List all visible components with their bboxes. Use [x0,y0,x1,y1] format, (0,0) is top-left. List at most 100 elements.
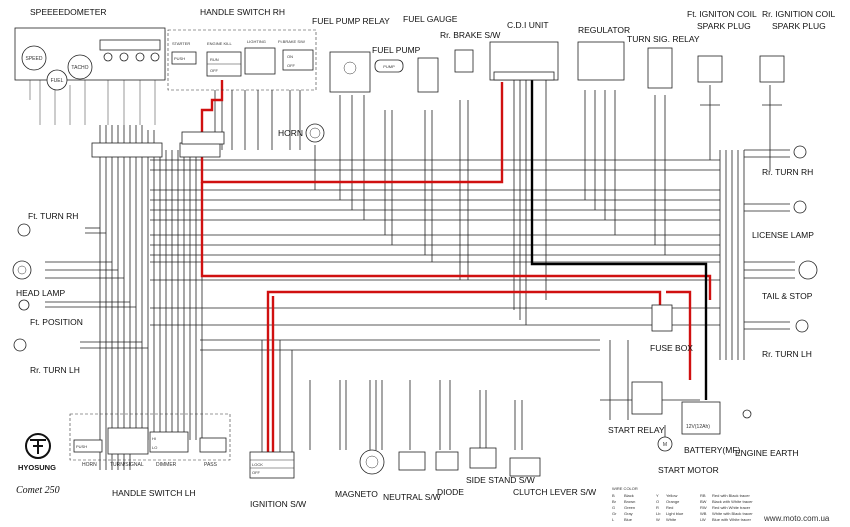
lo-label: LO [152,445,157,450]
fuel-pump-relay-title: FUEL PUMP RELAY [312,16,390,26]
battery-rating: 12V(12Ah) [686,424,710,430]
turn-sig-relay-title: TURN SIG. RELAY [627,34,700,44]
ft-turn-rh-lamp-icon [17,223,31,237]
model-text: Comet 250 [16,485,60,496]
fuse-box-title: FUSE BOX [650,343,693,353]
wire-color-cell: Br [612,499,617,504]
diode [435,451,459,471]
head-lamp-title: HEAD LAMP [16,288,65,298]
fuel-gauge-dial-icon [46,69,68,91]
speed-label: SPEED [26,56,43,62]
connector [181,131,225,145]
tacho-gauge-icon [67,54,93,80]
rr-ignition-coil-title: Rr. IGNITION COIL [762,9,835,19]
diode-title: DIODE [437,487,464,497]
neutral-sw-title: NEUTRAL S/W [383,492,441,502]
wire-color-cell: Black [624,493,634,498]
neutral-switch [398,451,426,471]
start-motor-m: M [663,442,667,448]
wire-color-cell: LW [700,517,706,522]
battery [681,401,721,435]
start-relay-title: START RELAY [608,425,665,435]
start-motor-icon [657,436,673,452]
wire-color-cell: B [612,493,615,498]
rr-spark-plug-title: SPARK PLUG [772,21,826,31]
fuel-pump-title: FUEL PUMP [372,45,421,55]
handle-switch-rh-title: HANDLE SWITCH RH [200,7,285,17]
fuel-pump-relay [329,51,371,93]
rr-brake-sw-title: Rr. BRAKE S/W [440,30,500,40]
ft-spark-plug-title: SPARK PLUG [697,21,751,31]
wire-color-cell: Orange [666,499,680,504]
wire-color-cell: W [656,517,660,522]
horn-icon [305,123,325,143]
wire-color-cell: Gray [624,511,633,516]
brand-text: HYOSUNG [18,463,56,472]
connector [179,142,221,158]
wire-color-cell: Red with White tracer [712,505,751,510]
wire-color-cell: Brown [624,499,635,504]
highlight-red-circuit [200,80,712,460]
handle-switch-lh-title: HANDLE SWITCH LH [112,488,196,498]
highlight-black-circuit [530,80,708,400]
off-label: OFF [210,68,219,73]
starter-label: STARTER [172,41,190,46]
ignition-sw-title: IGNITION S/W [250,499,306,509]
ft-ignition-coil [697,55,723,83]
speedometer-title: SPEEEEDOMETER [30,7,107,17]
tail-stop-lamp-icon [798,260,818,280]
wire-color-cell: WB [700,511,707,516]
engine-earth-icon [742,409,752,419]
head-lamp-icon [12,260,32,280]
ft-position-title: Ft. POSITION [30,317,83,327]
magneto-title: MAGNETO [335,489,378,499]
engine-earth-title: ENGINE EARTH [735,448,799,458]
license-lamp-icon [793,200,807,214]
wire-color-cell: White with Black tracer [712,511,753,516]
rr-turn-rh-lamp-icon [793,145,807,159]
dimmer-label: DIMMER [156,462,177,468]
wire-color-cell: Black with White tracer [712,499,753,504]
wire-color-cell: Red with Black tracer [712,493,750,498]
clutch-lever-sw-title: CLUTCH LEVER S/W [513,487,596,497]
magneto-icon [359,449,385,475]
fuel-gauge [417,57,439,93]
rr-turn-lh-right-lamp-icon [795,319,809,333]
rr-turn-lh-title: Rr. TURN LH [30,365,80,375]
wire-color-cell: BW [700,499,707,504]
rr-ignition-coil [759,55,785,83]
wire-color-cell: RB [700,493,706,498]
wire-color-title: WIRE COLOR [612,486,638,491]
license-lamp-title: LICENSE LAMP [752,230,814,240]
wire-color-cell: Blue with White tracer [712,517,752,522]
fuel-pump [374,59,404,73]
wire-color-cell: G [612,505,615,510]
wire-color-cell: Yellow [666,493,678,498]
regulator [577,41,625,81]
wire-color-legend: WIRE COLOR B Black Y Yellow RB Red with Black… [612,486,753,522]
turn-signal-relay [647,47,673,89]
clutch-lever-switch [509,457,541,477]
fuel-gauge-title: FUEL GAUGE [403,14,458,24]
wire-color-cell: Gr [612,511,617,516]
rr-turn-rh-title: Rr. TURN RH [762,167,813,177]
wire-color-cell: O [656,499,659,504]
watermark: www.moto.com.ua [763,514,830,523]
wire-color-cell: White [666,517,677,522]
wire-color-cell: Red [666,505,673,510]
start-motor-title: START MOTOR [658,465,719,475]
wire-color-cell: RW [700,505,707,510]
cdi-unit-title: C.D.I UNIT [507,20,549,30]
wire-color-cell: Green [624,505,635,510]
hyosung-logo: HYOSUNG Comet 250 [16,433,60,496]
wire-color-cell: Blue [624,517,633,522]
wire-color-cell: Y [656,493,659,498]
battery-title: BATTERY(MF) [684,445,741,455]
ignition-switch: LOCK OFF [249,451,295,479]
run-label: RUN [210,57,219,62]
regulator-title: REGULATOR [578,25,630,35]
ft-ignition-coil-title: Ft. IGNITON COIL [687,9,757,19]
off-label-2: OFF [287,63,296,68]
lh-push-label: PUSH [76,444,87,449]
